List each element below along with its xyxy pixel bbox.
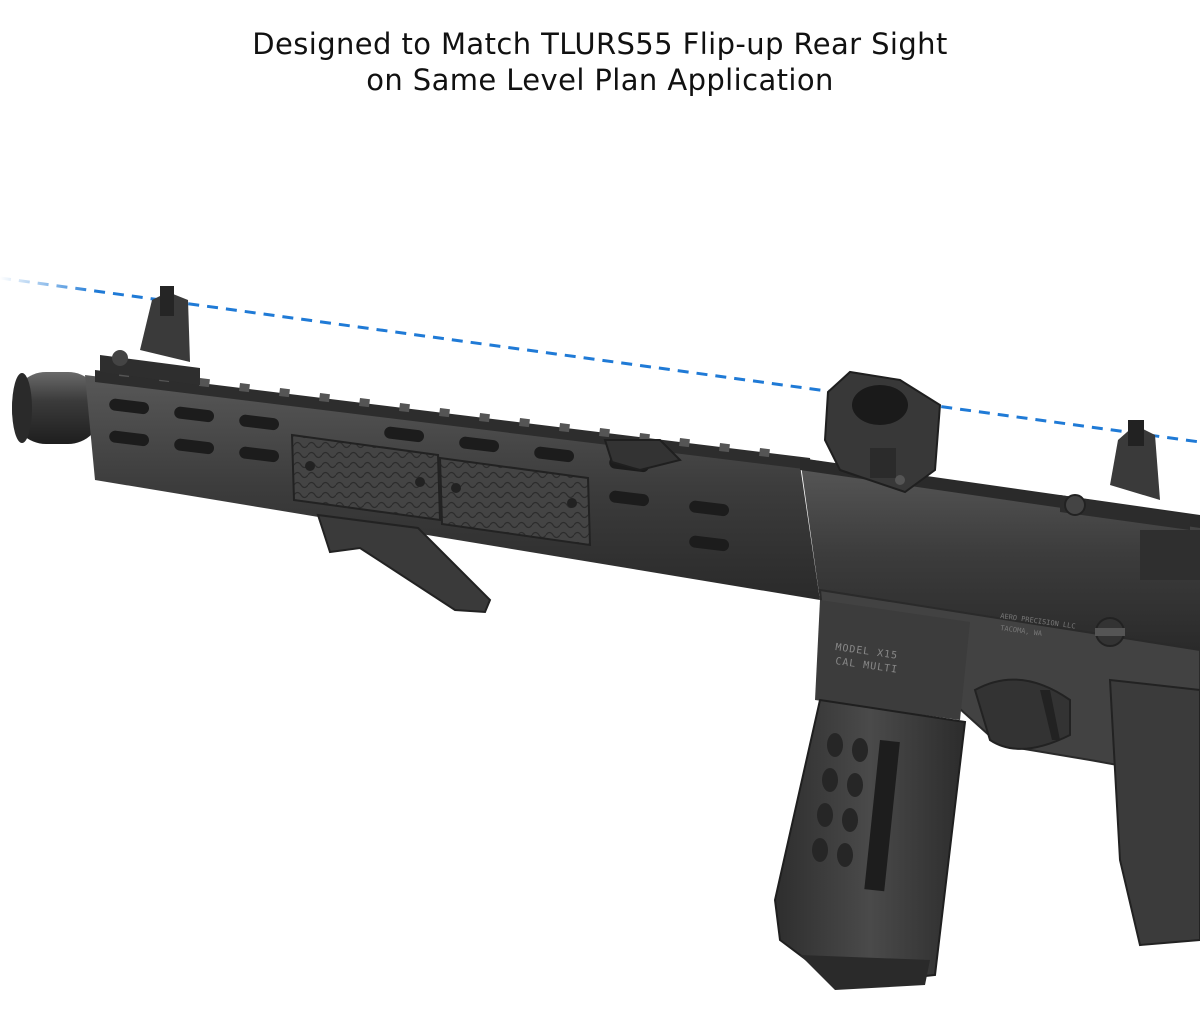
caption-line-1: Designed to Match TLURS55 Flip-up Rear S… <box>252 27 948 61</box>
caption: Designed to Match TLURS55 Flip-up Rear S… <box>0 26 1200 98</box>
magazine <box>773 698 967 990</box>
rail-clamp <box>603 439 682 472</box>
front-sight <box>100 286 200 385</box>
rear-sight <box>1060 420 1190 530</box>
red-dot-sight <box>823 370 942 494</box>
caption-line-2: on Same Level Plan Application <box>366 63 834 97</box>
lower-receiver: MODEL X15 CAL MULTI AERO PRECISION LLC T… <box>815 588 1200 782</box>
sight-alignment-line <box>0 276 1200 444</box>
angled-foregrip <box>316 513 492 614</box>
pistol-grip <box>1108 678 1200 947</box>
suppressor <box>12 372 102 444</box>
